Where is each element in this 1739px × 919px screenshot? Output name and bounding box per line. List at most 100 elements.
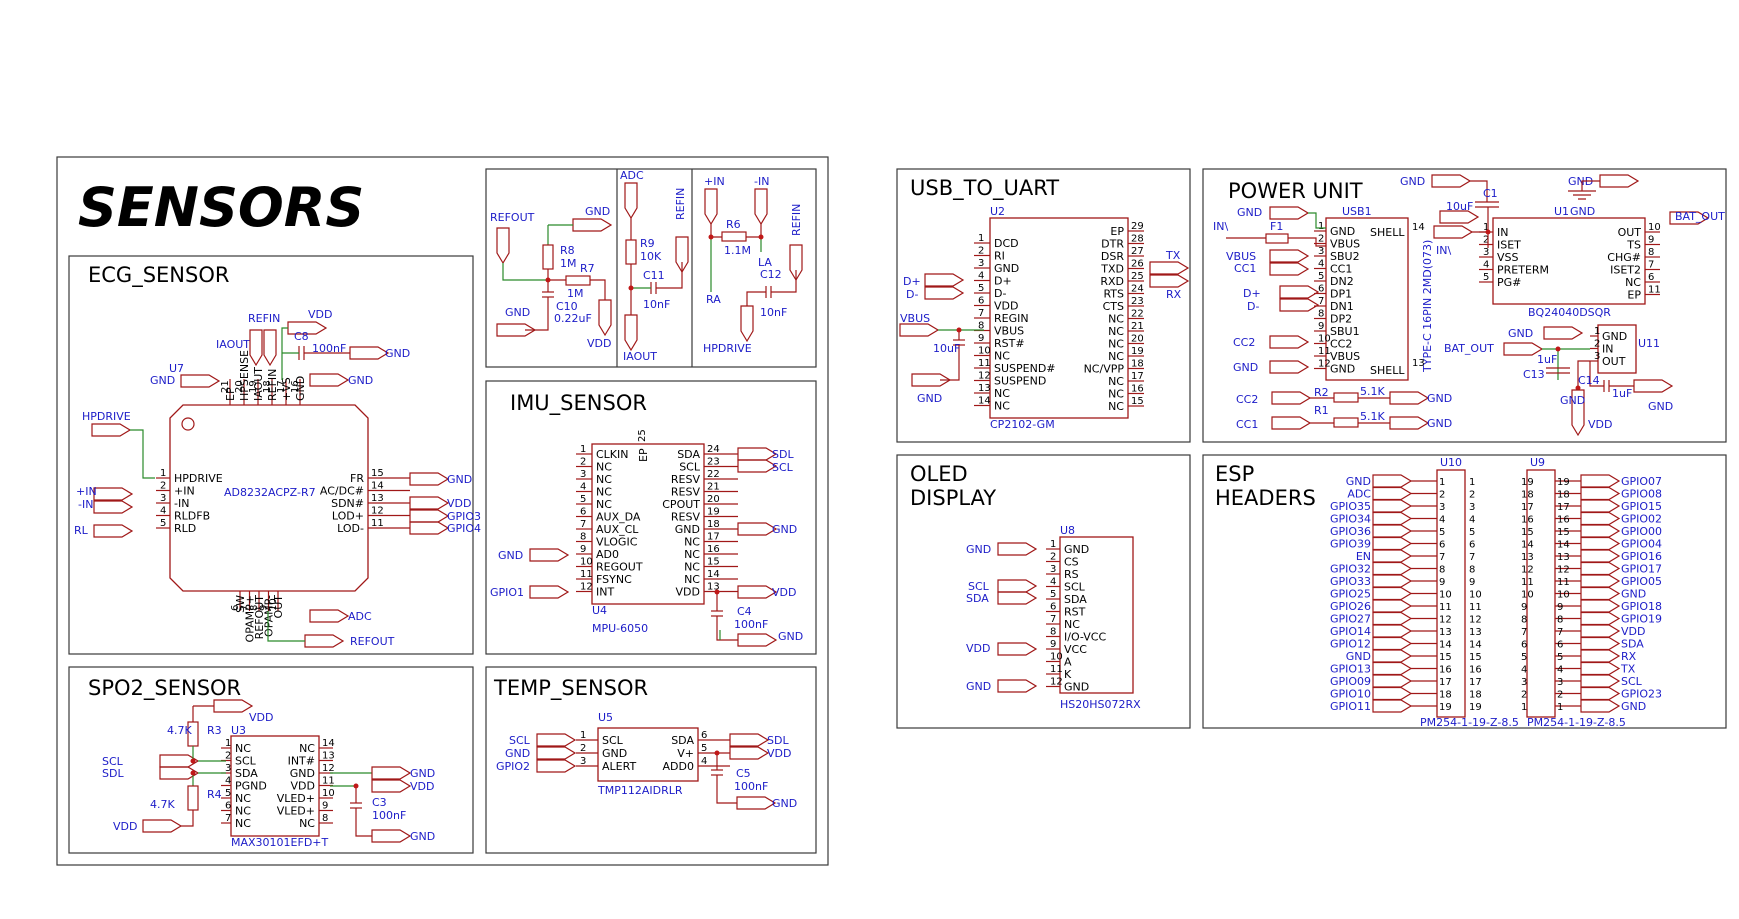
pin-number: 11 [580,569,593,580]
net-flag [737,585,778,599]
pin-number: 4 [978,271,984,282]
pin-number: 13 [371,493,384,504]
pin-number: 10 [1318,334,1331,345]
pin-label: DTR [1101,238,1124,251]
pin-number: 11 [322,776,335,787]
net-flag [309,609,350,623]
pin-label: GND [1330,225,1355,238]
wire [716,592,738,641]
net-flag [536,759,577,773]
pin-number: 15 [1131,396,1144,407]
pin-number: 11 [1050,664,1063,675]
pin-number: 2 [1050,552,1056,563]
net-gnd-top: GND [348,374,373,387]
imu-ep: EP [637,448,650,462]
net-flag [740,305,754,343]
pwr-u1-part: BQ24040DSQR [1528,306,1611,319]
imu-c4v: 100nF [734,618,768,631]
imu-net-gnd-left: GND [498,549,523,562]
pin-number: 12 [1439,615,1452,626]
pwr-net-gnd-c13: GND [1560,394,1585,407]
net-flag [1439,210,1480,224]
pin-number: 6 [230,605,241,611]
net-flag [997,542,1038,556]
esp-u9-ref: U9 [1530,456,1545,469]
pin-number: 7 [978,308,984,319]
pin-number: 9 [1521,602,1527,613]
pin-number: 8 [1648,247,1654,258]
mpu6050-chip [591,443,705,605]
f3-ra: RA [706,293,721,306]
pin-number: 16 [290,380,301,393]
net-flag [1372,699,1413,713]
pin-number: 2 [1318,234,1324,245]
pin-label: GND [1330,363,1355,376]
spo2-part: MAX30101EFD+T [231,836,329,849]
pin-label: RXD [1100,275,1124,288]
pin-label: NC [235,817,251,830]
pin-number: 17 [1469,677,1482,688]
wire [940,330,960,381]
pin-number: 18 [1521,490,1534,501]
pin-number: 10 [1469,590,1482,601]
pin-label: DCD [994,237,1019,250]
wire [1226,237,1326,247]
pin-number: 11 [371,518,384,529]
pin-number: 19 [1521,477,1534,488]
pin-label: SDA [1064,593,1087,606]
pin-number: 6 [1557,640,1563,651]
esp-net-label: GPIO02 [1621,513,1662,526]
pin-label: K [1064,668,1072,681]
net-flag [409,496,450,510]
esp-net-label: SCL [1621,675,1643,688]
pin-number: 7 [580,519,586,530]
pin-number: 17 [707,532,720,543]
net-flag [1580,599,1621,613]
pwr-net-batout: BAT_OUT [1675,210,1725,223]
pin-label: NC [235,805,251,818]
pin-number: 1 [1557,702,1563,713]
pin-number: 11 [1439,602,1452,613]
pin-label: SCL [679,461,701,474]
net-flag [1149,274,1190,288]
pin-number: 11 [1318,346,1331,357]
pin-label: NC [1108,338,1124,351]
pin-label: NC/VPP [1084,363,1125,376]
pin-label: SDA [677,448,700,461]
pin-label: NC [1108,350,1124,363]
esp-net-label: GND [1621,588,1646,601]
pin-label: FR [350,472,364,485]
u9-pins: GPIO071919GPIO081818GPIO151717GPIO021616… [1521,474,1662,713]
pin-label: DSR [1101,250,1124,263]
pin-number: 6 [1318,284,1324,295]
pin-number: 12 [1521,565,1534,576]
pin-number: 10 [268,598,279,611]
pin-label: NC [994,387,1010,400]
net-flag [409,509,450,523]
pin1-marker [181,417,195,431]
pin-number: 24 [707,444,720,455]
pin-number: 9 [1318,321,1324,332]
usb-net-dm: D- [906,288,918,301]
temp-title: TEMP_SENSOR [493,676,648,701]
pin-number: 17 [1439,677,1452,688]
pin-number: 2 [1521,690,1527,701]
pwr-net-cc2: CC2 [1233,336,1255,349]
pin-label: VLED+ [277,792,315,805]
pin-label: REGOUT [596,561,643,574]
pin-label: ISET [1497,239,1521,252]
pin-number: 1 [1469,477,1475,488]
pin-label: CTS [1103,300,1124,313]
spo2-net-vdd2: VDD [410,780,434,793]
pin-label: OUT [272,595,285,619]
net-flag [1372,549,1413,563]
pwr-usb-ref: USB1 [1342,205,1372,218]
net-rl: RL [74,524,89,537]
pin-label: VDD [676,586,700,599]
pin-number: 7 [1318,296,1324,307]
pin-label: V+ [677,747,694,760]
net-flag [349,346,390,360]
pin-number: 12 [322,763,335,774]
esp-net-label: GPIO13 [1330,663,1371,676]
